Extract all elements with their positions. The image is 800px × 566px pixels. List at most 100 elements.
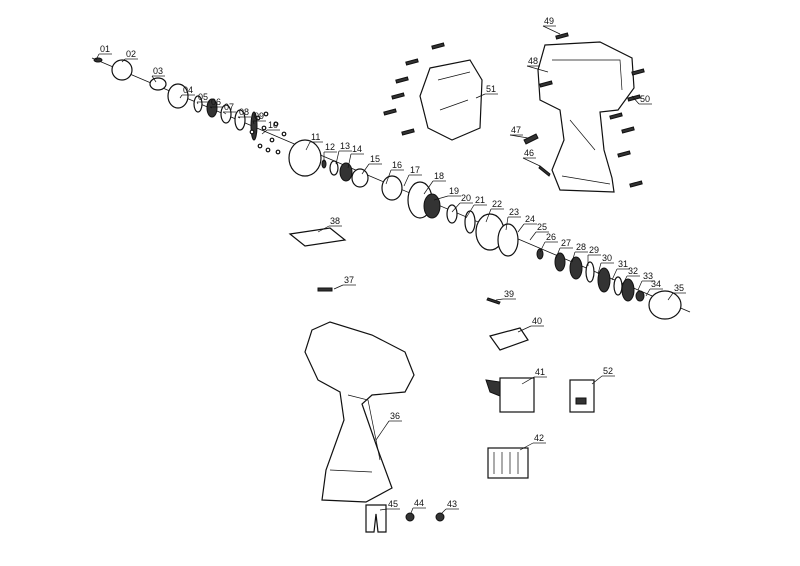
part-label-09: 09 bbox=[252, 111, 266, 125]
part-number: 02 bbox=[126, 49, 136, 59]
part-label-44: 44 bbox=[410, 498, 426, 514]
screw-icon bbox=[391, 92, 405, 100]
screw-icon bbox=[621, 126, 635, 134]
housing-half-48-detail bbox=[552, 59, 623, 185]
part-label-17: 17 bbox=[403, 165, 422, 187]
drivetrain-part bbox=[329, 160, 339, 176]
part-number: 33 bbox=[643, 271, 653, 281]
ball-bearing bbox=[281, 131, 287, 137]
drivetrain-part bbox=[554, 252, 566, 272]
part-number: 21 bbox=[475, 195, 485, 205]
clip-45 bbox=[365, 504, 387, 533]
leader-line bbox=[555, 247, 561, 259]
part-number: 31 bbox=[618, 259, 628, 269]
switch-cap-40 bbox=[489, 327, 529, 351]
part-label-21: 21 bbox=[465, 195, 487, 219]
housing-screws bbox=[383, 32, 645, 188]
leader-line bbox=[335, 150, 340, 165]
leader-line bbox=[621, 275, 628, 287]
leader-line bbox=[451, 202, 461, 213]
battery-contact-42 bbox=[487, 447, 529, 479]
leader-line bbox=[261, 129, 268, 135]
part-number: 35 bbox=[674, 283, 684, 293]
board-52 bbox=[569, 379, 595, 413]
leader-line bbox=[179, 94, 183, 99]
part-number: 15 bbox=[370, 154, 380, 164]
part-number: 48 bbox=[528, 56, 538, 66]
plate-38 bbox=[288, 227, 347, 247]
part-label-03: 03 bbox=[151, 66, 165, 83]
leader-line bbox=[645, 288, 651, 297]
drivetrain-part bbox=[497, 223, 519, 257]
leader-line bbox=[375, 420, 390, 441]
leader-line bbox=[611, 268, 618, 281]
spring-47 bbox=[523, 133, 539, 145]
leader-line bbox=[542, 25, 561, 35]
part-label-10: 10 bbox=[261, 120, 280, 135]
part-label-51: 51 bbox=[475, 84, 498, 99]
part-number: 29 bbox=[589, 245, 599, 255]
ball-bearing bbox=[261, 125, 267, 131]
leader-line bbox=[121, 58, 126, 63]
leader-line bbox=[151, 75, 157, 83]
part-number: 41 bbox=[535, 367, 545, 377]
part-number: 03 bbox=[153, 66, 163, 76]
part-number: 14 bbox=[352, 144, 362, 154]
leader-line bbox=[379, 508, 388, 511]
part-number: 22 bbox=[492, 199, 502, 209]
drivetrain-part bbox=[423, 193, 441, 219]
drivetrain-parts bbox=[93, 57, 682, 320]
part-label-34: 34 bbox=[645, 279, 663, 297]
screw-44 bbox=[405, 512, 415, 522]
part-number: 16 bbox=[392, 160, 402, 170]
part-number: 17 bbox=[410, 165, 420, 175]
drivetrain-part bbox=[93, 57, 103, 63]
part-label-49: 49 bbox=[542, 16, 561, 35]
part-number: 47 bbox=[511, 125, 521, 135]
drivetrain-part bbox=[111, 59, 133, 81]
part-number: 13 bbox=[340, 141, 350, 151]
pin-39 bbox=[486, 297, 501, 305]
part-number: 37 bbox=[344, 275, 354, 285]
ball-bearing bbox=[263, 111, 269, 117]
screw-icon bbox=[609, 112, 623, 120]
part-label-20: 20 bbox=[451, 193, 473, 213]
leader-line bbox=[252, 120, 255, 125]
leader-line bbox=[333, 284, 344, 290]
leader-line bbox=[517, 325, 532, 333]
part-label-07: 07 bbox=[222, 102, 236, 115]
housing-half-36 bbox=[304, 321, 415, 503]
pin-46 bbox=[538, 165, 551, 177]
screw-icon bbox=[631, 68, 645, 76]
cover-51-detail bbox=[437, 71, 471, 111]
leader-line bbox=[631, 95, 640, 105]
part-label-13: 13 bbox=[335, 141, 352, 165]
part-number: 43 bbox=[447, 499, 457, 509]
part-label-39: 39 bbox=[495, 289, 516, 301]
switch-41-trigger bbox=[485, 379, 501, 397]
ball-bearing bbox=[255, 115, 261, 121]
part-number: 34 bbox=[651, 279, 661, 289]
part-label-23: 23 bbox=[505, 207, 521, 231]
screw-43 bbox=[435, 512, 445, 522]
part-number: 36 bbox=[390, 411, 400, 421]
part-label-16: 16 bbox=[385, 160, 404, 185]
part-label-05: 05 bbox=[196, 92, 210, 105]
screw-icon bbox=[617, 150, 631, 158]
part-number: 40 bbox=[532, 316, 542, 326]
drivetrain-part bbox=[621, 278, 635, 302]
housings bbox=[288, 41, 635, 533]
part-label-35: 35 bbox=[667, 283, 686, 301]
part-label-22: 22 bbox=[485, 199, 504, 223]
leader-line bbox=[385, 169, 392, 185]
part-number: 09 bbox=[254, 111, 264, 121]
screw-icon bbox=[401, 128, 415, 136]
leader-line bbox=[347, 153, 352, 169]
screw-icon bbox=[431, 42, 445, 50]
leader-line bbox=[495, 298, 504, 301]
part-number: 46 bbox=[524, 148, 534, 158]
leader-line bbox=[522, 157, 541, 167]
ball-bearing bbox=[249, 129, 255, 135]
part-label-29: 29 bbox=[587, 245, 601, 266]
leader-line bbox=[95, 53, 100, 61]
